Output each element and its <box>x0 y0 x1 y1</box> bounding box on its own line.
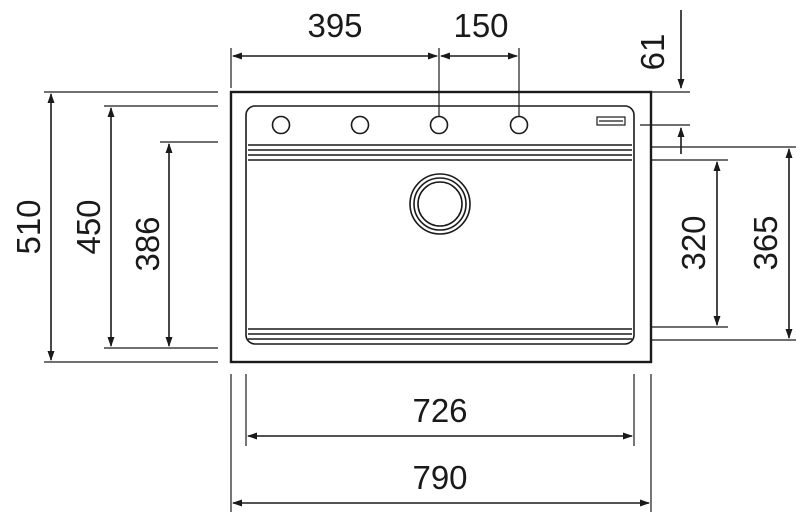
dim-label-overall-width: 790 <box>412 459 467 496</box>
bottom-dimensions: 726 790 <box>230 374 652 512</box>
tap-holes <box>271 115 626 135</box>
dim-label-tap-spacing: 150 <box>453 7 508 44</box>
sink-inner-edge <box>245 105 635 345</box>
bowl-ledges <box>248 144 632 340</box>
tap-hole-4 <box>509 115 529 135</box>
drain-inner <box>417 181 463 227</box>
drain-middle <box>413 177 467 231</box>
drain-outer <box>409 173 471 235</box>
dim-label-drainer-depth: 365 <box>747 215 784 270</box>
dim-label-overall-depth: 510 <box>10 199 47 254</box>
left-dimensions: 510 450 386 <box>10 91 218 363</box>
sink-outline <box>229 90 653 364</box>
sink-outer-edge <box>229 90 653 364</box>
right-dimensions: 320 365 <box>652 146 796 341</box>
drain <box>409 173 471 235</box>
top-dimensions: 395 150 <box>230 7 520 116</box>
dim-label-bowl-depth-right: 320 <box>675 215 712 270</box>
dim-label-inner-depth: 450 <box>70 199 107 254</box>
tap-hole-2 <box>350 115 370 135</box>
overflow-slot <box>596 116 626 126</box>
tap-hole-3 <box>429 115 449 135</box>
dim-label-bowl-top-margin: 61 <box>634 34 671 71</box>
tap-hole-1 <box>271 115 291 135</box>
dim-label-top-offset: 395 <box>307 7 362 44</box>
dim-label-bowl-depth-left: 386 <box>129 216 166 271</box>
dim-label-inner-width: 726 <box>412 392 467 429</box>
dim-61: 61 <box>634 10 690 154</box>
